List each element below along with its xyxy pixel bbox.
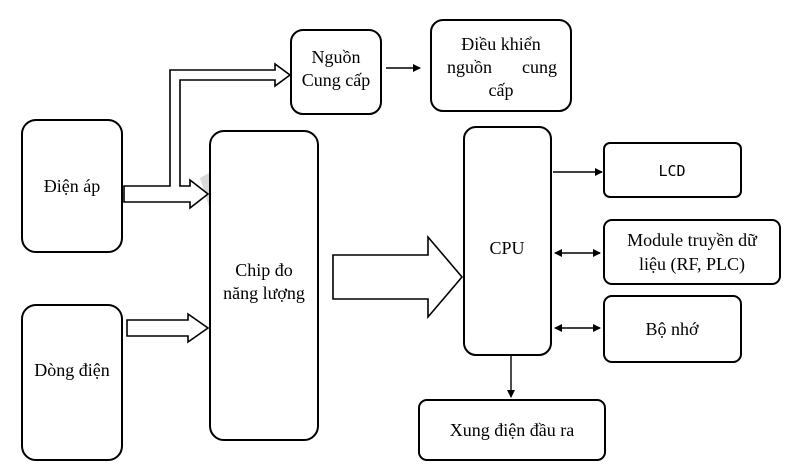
box-cpu — [463, 126, 552, 356]
label-bo-nho: Bộ nhớ — [645, 319, 699, 339]
big-arrow-chip-to-cpu — [332, 234, 464, 320]
hollow-arrow-dien-ap — [123, 62, 292, 210]
hollow-arrow-dong-dien — [126, 312, 210, 344]
label-lcd: LCD — [658, 162, 685, 180]
label-dieu-khien-line1: Điều khiển — [461, 34, 540, 54]
box-dien-ap — [21, 119, 123, 253]
label-nguon-line1: Nguồn — [312, 47, 361, 67]
box-nguon — [290, 29, 382, 115]
box-lcd — [603, 142, 742, 198]
label-dien-ap: Điện áp — [44, 176, 100, 196]
label-module-line1: Module truyền dữ — [627, 230, 758, 250]
label-dieu-khien-line2a: nguồn — [447, 57, 492, 77]
label-chip-line1: Chip đo — [235, 260, 293, 280]
box-xung — [418, 399, 606, 461]
label-dieu-khien-line3: cấp — [489, 80, 514, 100]
label-chip-line2: năng lượng — [223, 283, 305, 303]
box-dieu-khien — [430, 19, 572, 112]
label-module-line2: liệu (RF, PLC) — [639, 254, 745, 275]
label-xung: Xung điện đầu ra — [450, 420, 574, 440]
label-dieu-khien-line2b: cung — [522, 57, 557, 77]
label-dong-dien: Dòng điện — [34, 360, 110, 380]
box-bo-nho — [603, 295, 742, 363]
box-module — [603, 219, 781, 285]
box-dong-dien — [21, 304, 123, 461]
box-chip — [209, 130, 319, 441]
label-nguon-line2: Cung cấp — [302, 70, 370, 90]
label-cpu: CPU — [489, 238, 524, 258]
